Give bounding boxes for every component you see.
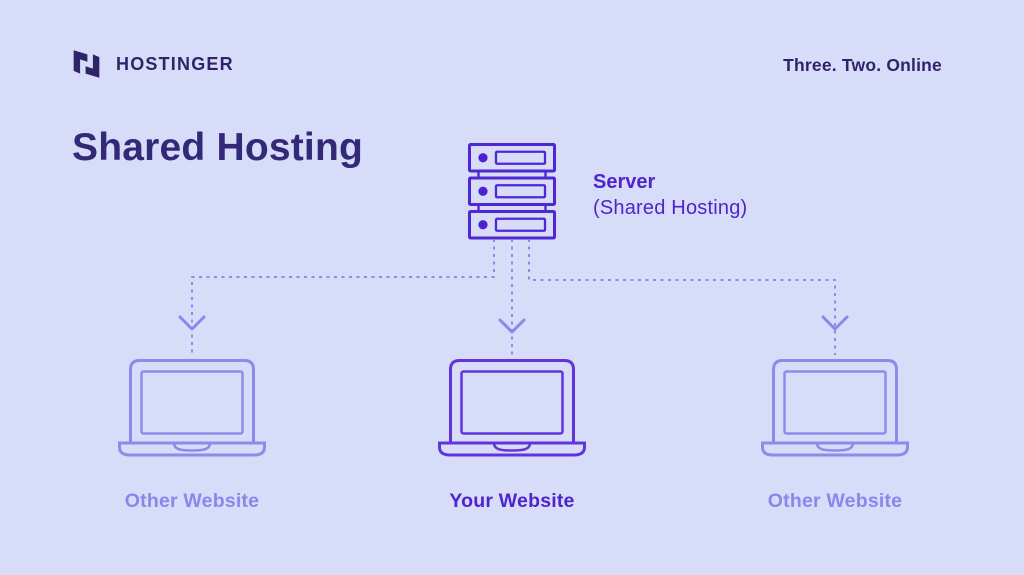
laptop-icon [438, 359, 586, 457]
brand-tagline: Three. Two. Online [783, 55, 942, 75]
hostinger-logo-icon [73, 50, 100, 78]
connector-left [191, 239, 495, 355]
server-led-icon [478, 153, 488, 163]
server-rack-icon [468, 143, 556, 240]
arrow-down-icon [498, 318, 526, 334]
server-label: Server (Shared Hosting) [593, 169, 747, 221]
brand-name: HOSTINGER [116, 53, 234, 74]
arrow-down-icon [178, 315, 206, 331]
connector-right [528, 239, 836, 355]
website-label: Other Website [767, 490, 903, 512]
arrow-down-icon [821, 315, 849, 331]
server-label-title: Server [593, 171, 656, 193]
website-label: Other Website [124, 490, 260, 512]
connector-tree [178, 239, 849, 357]
laptop-icon [118, 359, 266, 457]
website-label: Your Website [449, 490, 575, 512]
website-yours: Your Website [412, 357, 612, 513]
server-label-subtitle: (Shared Hosting) [593, 197, 748, 219]
laptop-icon [761, 359, 909, 457]
page-title: Shared Hosting [72, 126, 363, 169]
server-led-icon [478, 220, 488, 230]
server-led-icon [478, 186, 488, 196]
website-other-right: Other Website [735, 357, 935, 513]
website-other-left: Other Website [92, 357, 292, 513]
brand: HOSTINGER [70, 46, 234, 82]
